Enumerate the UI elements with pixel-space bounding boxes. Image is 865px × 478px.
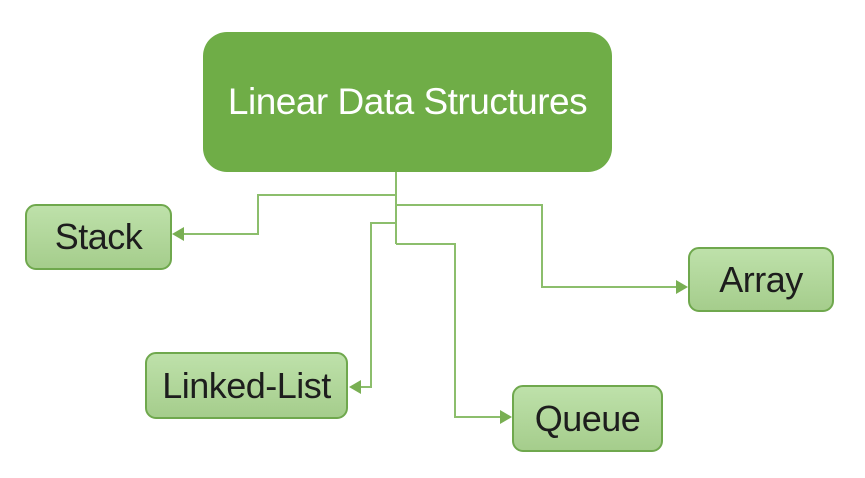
node-array-label: Array bbox=[719, 258, 803, 300]
node-linked-list-label: Linked-List bbox=[162, 364, 331, 406]
arrowhead-queue-icon bbox=[500, 410, 512, 424]
node-array: Array bbox=[688, 247, 834, 312]
arrowhead-array-icon bbox=[676, 280, 688, 294]
arrowhead-linked-list-icon bbox=[349, 380, 361, 394]
node-stack-label: Stack bbox=[54, 216, 143, 257]
connector-queue bbox=[396, 243, 501, 418]
arrowhead-stack-icon bbox=[172, 227, 184, 241]
connector-stack bbox=[183, 194, 396, 235]
node-linear-data-structures: Linear Data Structures bbox=[203, 32, 612, 172]
connector-linked-list bbox=[360, 222, 396, 388]
node-queue-label: Queue bbox=[534, 397, 641, 439]
node-linear-data-structures-label: Linear Data Structures bbox=[227, 81, 588, 122]
node-linked-list: Linked-List bbox=[145, 352, 348, 419]
connector-array bbox=[396, 204, 677, 288]
node-queue: Queue bbox=[512, 385, 663, 452]
node-stack: Stack bbox=[25, 204, 172, 270]
